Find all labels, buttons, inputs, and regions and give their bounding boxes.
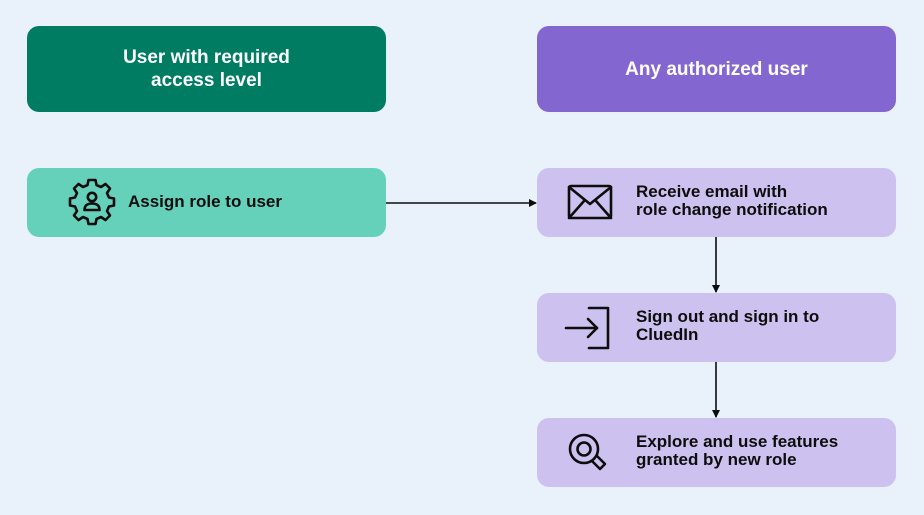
step-receive-email-line1: Receive email with xyxy=(636,182,788,201)
lane-header-left-line2: access level xyxy=(151,70,262,91)
step-explore-features-line2: granted by new role xyxy=(636,450,797,469)
step-sign-in: Sign out and sign in to CluedIn xyxy=(537,293,896,362)
sign-in-icon xyxy=(564,306,610,350)
step-explore-features: Explore and use features granted by new … xyxy=(537,418,896,487)
lane-header-left: User with required access level xyxy=(27,26,386,112)
step-sign-in-line1: Sign out and sign in to xyxy=(636,307,820,326)
lane-header-left-line1: User with required xyxy=(123,47,290,68)
explore-icon xyxy=(568,433,607,471)
step-receive-email: Receive email with role change notificat… xyxy=(537,168,896,237)
lane-header-right: Any authorized user xyxy=(537,26,896,112)
step-receive-email-line2: role change notification xyxy=(636,200,828,219)
step-assign-role-label: Assign role to user xyxy=(128,192,282,211)
user-gear-icon xyxy=(68,178,116,226)
lane-header-right-label: Any authorized user xyxy=(625,58,808,80)
step-sign-in-line2: CluedIn xyxy=(636,325,699,344)
envelope-icon xyxy=(567,184,613,220)
step-explore-features-line1: Explore and use features xyxy=(636,432,839,451)
step-assign-role: Assign role to user xyxy=(27,168,386,237)
